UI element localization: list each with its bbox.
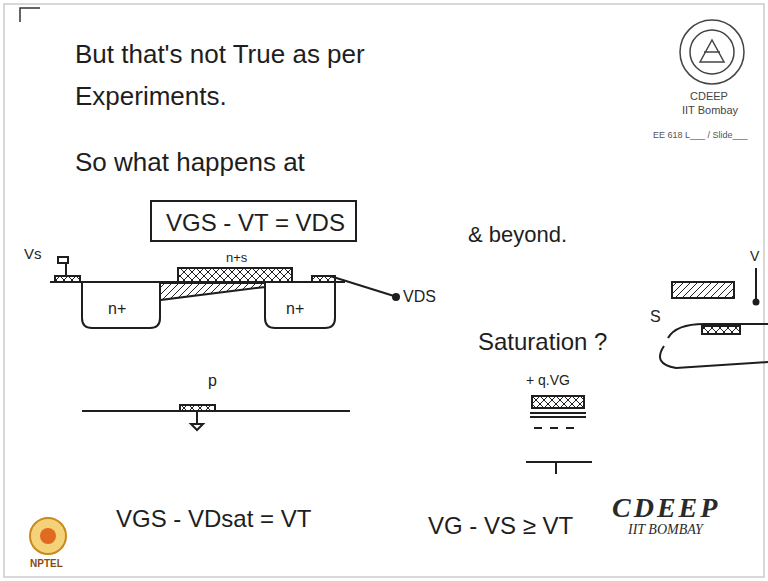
partial-sketch — [660, 268, 768, 368]
note: Saturation ? — [478, 328, 607, 356]
equation: VG - VS ≥ VT — [428, 512, 573, 540]
region-label: p — [208, 372, 217, 390]
nptel-logo — [30, 518, 66, 554]
logo-text: IIT Bombay — [682, 104, 738, 117]
slide-number: EE 618 L___ / Slide___ — [653, 130, 748, 140]
terminal-label: VDS — [403, 288, 436, 306]
equation-box: VGS - VT = VDS — [150, 200, 357, 242]
equation: VGS - VDsat = VT — [116, 505, 311, 533]
logo-text: NPTEL — [30, 558, 63, 570]
terminal-label: S — [650, 308, 661, 326]
slide-title: But that's not True as per Experiments. — [75, 34, 475, 117]
heading-text: So what happens at — [75, 148, 305, 178]
terminal-label: Vs — [24, 245, 42, 262]
institute-logo — [680, 20, 744, 84]
watermark: IIT BOMBAY — [628, 522, 703, 538]
equation: VGS - VT = VDS — [166, 209, 341, 237]
mosfet-section — [50, 257, 399, 430]
region-label: n+ — [286, 300, 304, 318]
terminal-label: V — [750, 248, 759, 264]
gate-label: n+s — [226, 251, 247, 266]
logo-text: CDEEP — [690, 90, 728, 103]
note: & beyond. — [468, 222, 567, 247]
region-label: n+ — [108, 300, 126, 318]
watermark: CDEEP — [612, 492, 720, 524]
charge-label: + q.VG — [526, 372, 570, 388]
mos-capacitor-sketch — [526, 396, 592, 474]
